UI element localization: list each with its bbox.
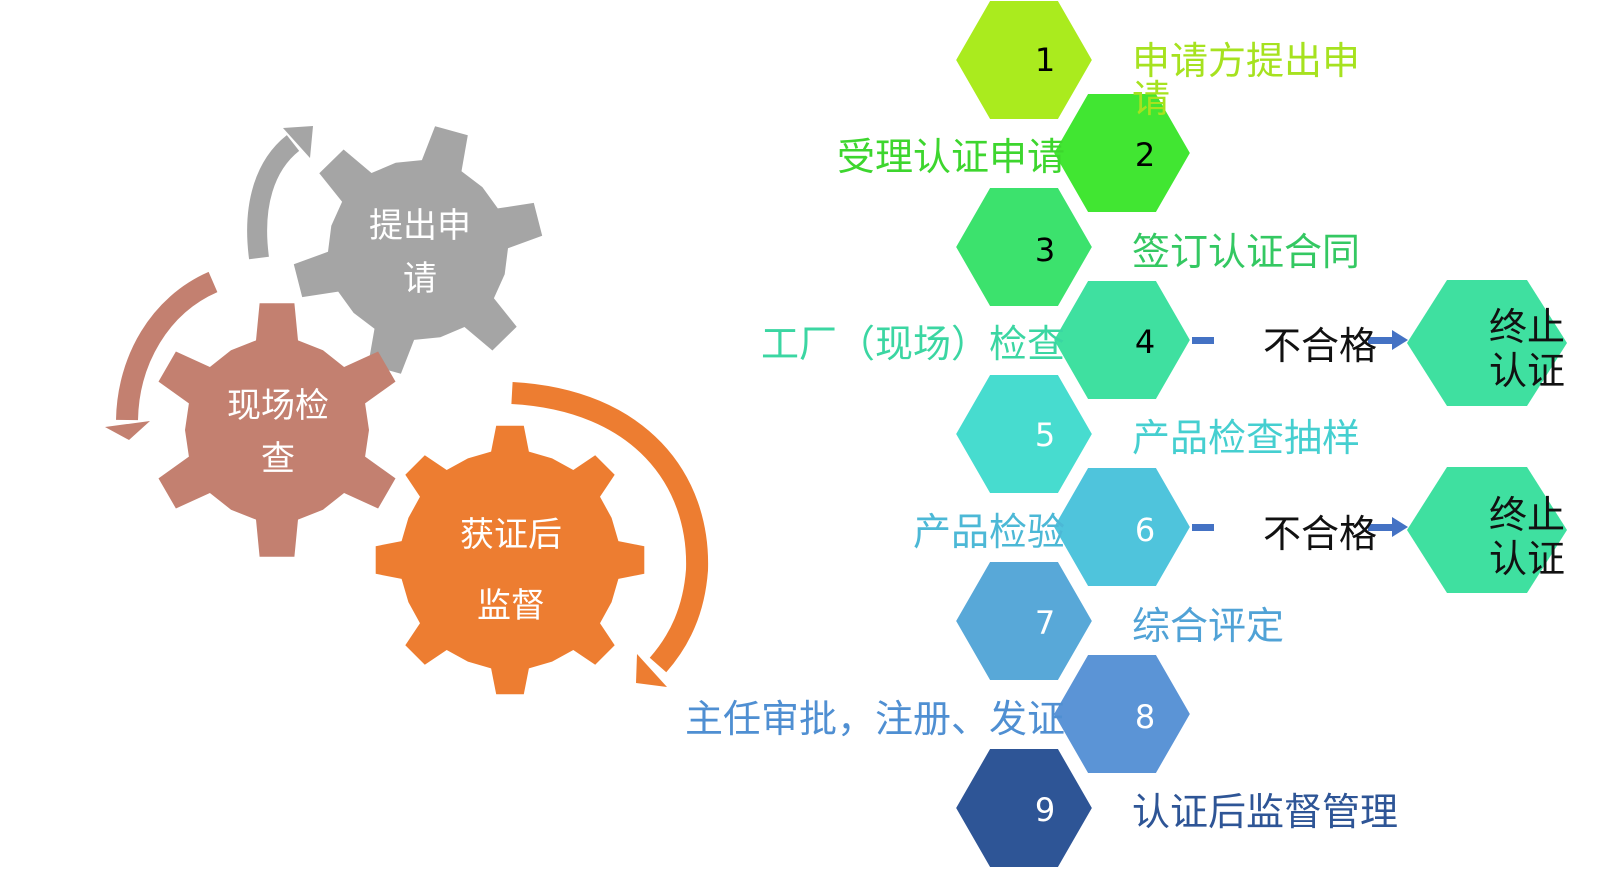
- step-number-3: 3: [1034, 231, 1056, 269]
- step-number-7: 7: [1034, 604, 1056, 642]
- step-label-2: 受理认证申请: [836, 135, 1065, 179]
- step-label-4: 工厂（现场）检查: [760, 322, 1065, 366]
- arrow-grey-head: [283, 126, 313, 158]
- arrow-brown-head: [105, 421, 150, 440]
- arrow-orange-curve: [511, 382, 709, 673]
- hex-step-8: [1051, 653, 1193, 775]
- terminate-hexagon-1: [1407, 280, 1567, 406]
- step-number-9: 9: [1034, 791, 1056, 829]
- terminate-label-step6: 终止认证: [1488, 493, 1565, 581]
- step-label-7: 综合评定: [1132, 604, 1285, 648]
- step-label-3: 签订认证合同: [1132, 230, 1361, 274]
- terminate-label-step4: 终止认证: [1488, 305, 1565, 393]
- hex-step-4: [1051, 279, 1193, 401]
- step-number-8: 8: [1134, 698, 1156, 736]
- branch-arrow-head-1: [1392, 330, 1408, 350]
- hex-step-7: [953, 560, 1095, 682]
- hex-step-5: [953, 373, 1095, 495]
- branch-dash-2: [1192, 524, 1214, 531]
- hex-step-9: [953, 747, 1095, 869]
- hex-step-2: [1051, 92, 1193, 214]
- fail-label-step4: 不合格: [1263, 324, 1378, 368]
- hex-step-6: [1051, 466, 1193, 588]
- gear-apply: [293, 126, 543, 374]
- step-number-1: 1: [1034, 41, 1056, 79]
- step-number-6: 6: [1134, 511, 1156, 549]
- terminate-hexagon-2: [1407, 467, 1567, 593]
- step-label-6: 产品检验: [912, 510, 1065, 554]
- gear-label-supervision: 获证后监督: [460, 515, 562, 627]
- branch-arrow-shaft-2: [1368, 524, 1394, 531]
- branch-arrow-head-2: [1392, 517, 1408, 537]
- branch-arrow-shaft-1: [1368, 337, 1394, 344]
- step-number-5: 5: [1034, 416, 1056, 454]
- gear-supervision: [375, 425, 645, 695]
- step-label-9: 认证后监督管理: [1132, 790, 1399, 834]
- gear-inspection: [158, 303, 396, 557]
- step-label-1: 申请方提出申请: [1132, 39, 1361, 121]
- gear-label-apply: 提出申请: [369, 206, 471, 299]
- step-number-4: 4: [1134, 323, 1156, 361]
- hex-step-3: [953, 186, 1095, 308]
- arrow-orange-head: [636, 654, 667, 687]
- fail-label-step6: 不合格: [1263, 512, 1378, 556]
- branch-dash-1: [1192, 337, 1214, 344]
- gear-label-inspection: 现场检查: [227, 386, 329, 479]
- arrow-brown-curve: [116, 271, 218, 421]
- hex-step-1: [953, 0, 1095, 121]
- arrow-grey-curve: [247, 135, 300, 260]
- step-label-5: 产品检查抽样: [1132, 416, 1361, 460]
- step-label-8: 主任审批，注册、发证: [684, 697, 1065, 741]
- step-number-2: 2: [1134, 136, 1156, 174]
